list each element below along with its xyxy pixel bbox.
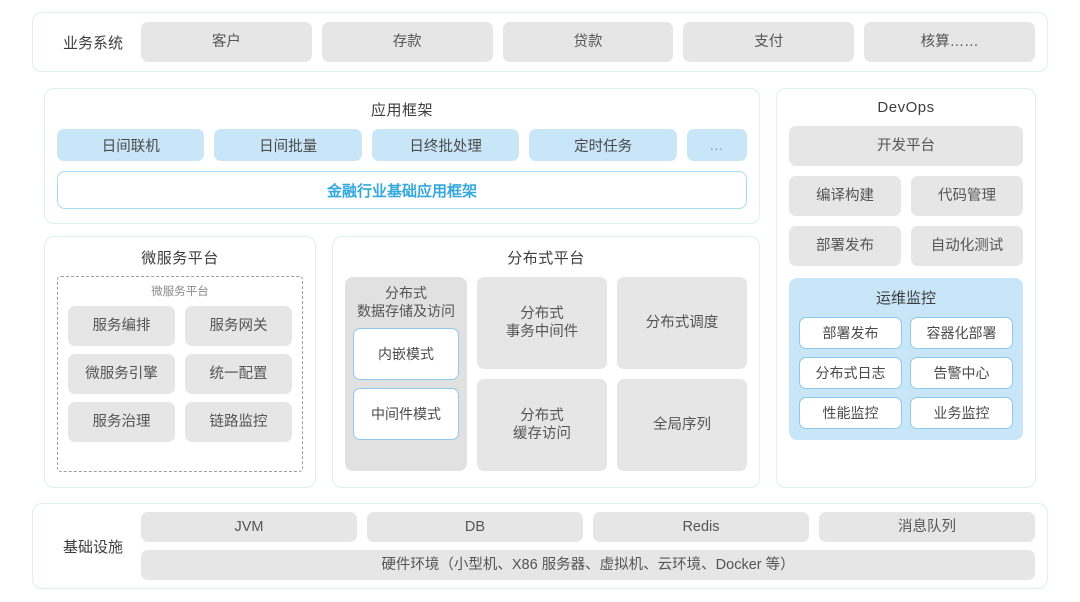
platform-band: 应用框架 日间联机 日间批量 日终批处理 定时任务 ... 金融行业基础应用框架…: [32, 88, 1048, 488]
microservice-platform-inner-label: 微服务平台: [151, 286, 209, 298]
infrastructure-item[interactable]: JVM: [141, 512, 357, 542]
business-system-item[interactable]: 支付: [683, 22, 855, 62]
microservice-item[interactable]: 服务网关: [185, 306, 292, 346]
distributed-item[interactable]: 全局序列: [617, 379, 747, 471]
ops-monitor-item[interactable]: 性能监控: [799, 397, 902, 429]
devops-list: 编译构建 代码管理 部署发布 自动化测试: [789, 176, 1023, 266]
microservice-item[interactable]: 服务治理: [68, 402, 175, 442]
distributed-platform-title: 分布式平台: [507, 250, 585, 267]
distributed-item[interactable]: 分布式 缓存访问: [477, 379, 607, 471]
distributed-item[interactable]: 分布式 事务中间件: [477, 277, 607, 369]
distributed-storage-card[interactable]: 分布式 数据存储及访问 内嵌模式 中间件模式: [345, 277, 467, 471]
ops-monitor-title: 运维监控: [875, 290, 936, 307]
infrastructure-list: JVM DB Redis 消息队列: [141, 512, 1035, 542]
distributed-storage-mode[interactable]: 内嵌模式: [353, 328, 459, 380]
microservice-platform-title: 微服务平台: [141, 250, 219, 267]
microservice-platform-inner-box: 微服务平台 服务编排 服务网关 微服务引擎 统一配置 服务治理 链路监控: [57, 276, 303, 472]
business-system-item[interactable]: 贷款: [502, 22, 674, 62]
business-system-item[interactable]: 存款: [321, 22, 493, 62]
devops-item[interactable]: 编译构建: [789, 176, 901, 216]
app-framework-item[interactable]: 日终批处理: [371, 129, 520, 161]
ops-monitor-section: 运维监控 部署发布 容器化部署 分布式日志 告警中心 性能监控 业务监控: [789, 278, 1023, 440]
devops-item[interactable]: 部署发布: [789, 226, 901, 266]
app-framework-item[interactable]: 日间联机: [57, 129, 205, 161]
microservice-item[interactable]: 微服务引擎: [68, 354, 175, 394]
ops-monitor-item[interactable]: 容器化部署: [910, 317, 1013, 349]
infrastructure-section: 基础设施 JVM DB Redis 消息队列 硬件环境（小型机、X86 服务器、…: [32, 503, 1048, 589]
ops-monitor-item[interactable]: 分布式日志: [799, 357, 902, 389]
business-system-item[interactable]: 核算……: [864, 22, 1035, 62]
financial-foundation-framework[interactable]: 金融行业基础应用框架: [57, 171, 747, 209]
microservice-item[interactable]: 统一配置: [185, 354, 292, 394]
ops-monitor-list: 部署发布 容器化部署 分布式日志 告警中心 性能监控 业务监控: [799, 317, 1013, 429]
microservice-platform-list: 服务编排 服务网关 微服务引擎 统一配置 服务治理 链路监控: [68, 306, 292, 442]
business-systems-label: 业务系统: [62, 34, 123, 52]
infrastructure-item[interactable]: 消息队列: [819, 512, 1035, 542]
app-framework-more-item[interactable]: ...: [686, 129, 747, 161]
devops-item[interactable]: 代码管理: [911, 176, 1023, 216]
devops-platform-item[interactable]: 开发平台: [789, 126, 1023, 166]
microservice-item[interactable]: 服务编排: [68, 306, 175, 346]
business-systems-section: 业务系统 客户 存款 贷款 支付 核算……: [32, 12, 1048, 72]
ops-monitor-item[interactable]: 部署发布: [799, 317, 902, 349]
infrastructure-body: JVM DB Redis 消息队列 硬件环境（小型机、X86 服务器、虚拟机、云…: [141, 512, 1035, 580]
distributed-storage-mode[interactable]: 中间件模式: [353, 388, 459, 440]
devops-section: DevOps 开发平台 编译构建 代码管理 部署发布 自动化测试 运维监控 部署…: [776, 88, 1036, 488]
infrastructure-item[interactable]: DB: [367, 512, 583, 542]
distributed-platform-section: 分布式平台 分布式 数据存储及访问 内嵌模式 中间件模式 分布式 事务中间件 分…: [332, 236, 760, 488]
app-framework-item[interactable]: 日间批量: [214, 129, 362, 161]
ops-monitor-item[interactable]: 告警中心: [910, 357, 1013, 389]
hardware-environment-row: 硬件环境（小型机、X86 服务器、虚拟机、云环境、Docker 等）: [141, 550, 1035, 580]
application-framework-section: 应用框架 日间联机 日间批量 日终批处理 定时任务 ... 金融行业基础应用框架: [44, 88, 760, 224]
business-system-item[interactable]: 客户: [141, 22, 312, 62]
distributed-storage-title: 分布式 数据存储及访问: [357, 285, 455, 319]
microservice-platform-section: 微服务平台 微服务平台 服务编排 服务网关 微服务引擎 统一配置 服务治理 链路…: [44, 236, 316, 488]
microservice-item[interactable]: 链路监控: [185, 402, 292, 442]
platform-left-column: 应用框架 日间联机 日间批量 日终批处理 定时任务 ... 金融行业基础应用框架…: [44, 88, 760, 488]
devops-title: DevOps: [877, 99, 935, 116]
devops-item[interactable]: 自动化测试: [911, 226, 1023, 266]
business-systems-list: 客户 存款 贷款 支付 核算……: [141, 22, 1035, 62]
infrastructure-label: 基础设施: [62, 538, 123, 556]
distributed-platform-list: 分布式 事务中间件 分布式调度 分布式 缓存访问 全局序列: [477, 277, 747, 471]
application-framework-chips: 日间联机 日间批量 日终批处理 定时任务 ...: [57, 129, 747, 161]
distributed-platform-body: 分布式 数据存储及访问 内嵌模式 中间件模式 分布式 事务中间件 分布式调度 分…: [345, 277, 747, 471]
hardware-environment-item[interactable]: 硬件环境（小型机、X86 服务器、虚拟机、云环境、Docker 等）: [141, 550, 1035, 580]
application-framework-title: 应用框架: [370, 102, 433, 119]
distributed-item[interactable]: 分布式调度: [617, 277, 747, 369]
infrastructure-item[interactable]: Redis: [593, 512, 809, 542]
app-framework-item[interactable]: 定时任务: [529, 129, 677, 161]
ops-monitor-item[interactable]: 业务监控: [910, 397, 1013, 429]
